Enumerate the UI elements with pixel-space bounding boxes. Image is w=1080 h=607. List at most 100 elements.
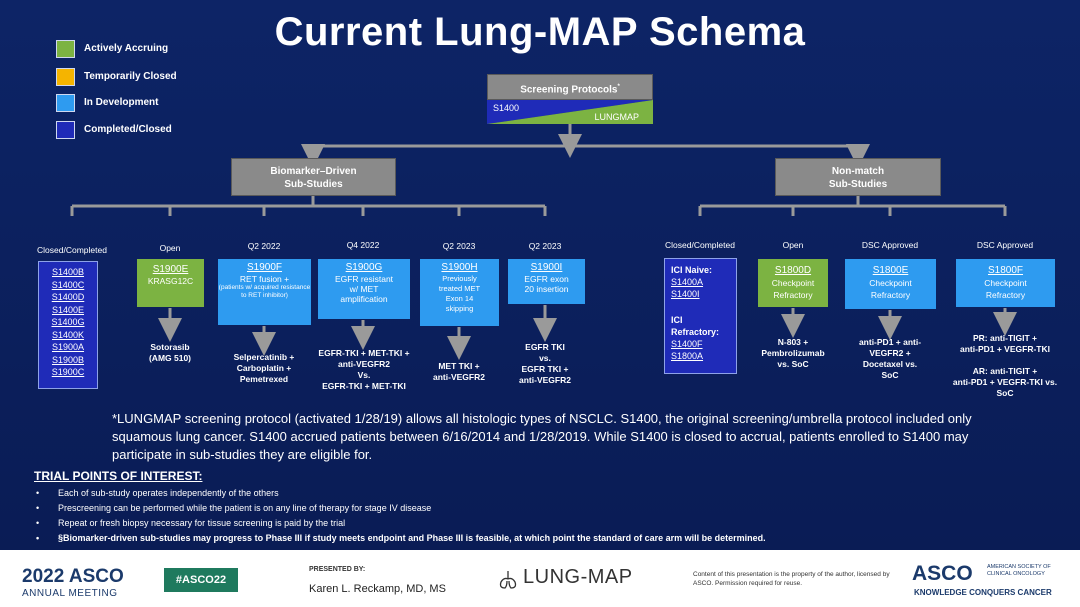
- presented-by-label: PRESENTED BY:: [309, 566, 366, 573]
- legend-label: Actively Accruing: [84, 43, 169, 54]
- legend-item-in-development: In Development: [56, 94, 256, 114]
- hashtag-badge: #ASCO22: [164, 568, 238, 592]
- ici-link[interactable]: S1400I: [671, 289, 700, 299]
- nonmatch-box: Non-match Sub-Studies: [775, 158, 941, 196]
- closed-link[interactable]: S1900A: [51, 342, 85, 352]
- legend-item-actively-accruing: Actively Accruing: [56, 40, 256, 60]
- study-id[interactable]: S1900E: [152, 264, 189, 275]
- legend-swatch: [56, 40, 75, 58]
- closed-completed-list: S1400B S1400C S1400D S1400E S1400G S1400…: [38, 261, 98, 389]
- col-head-q2-2023b: Q2 2023: [528, 241, 562, 251]
- study-desc: Refractory: [985, 290, 1026, 300]
- ici-naive-label: ICI Naive:: [671, 265, 713, 275]
- study-id[interactable]: S1800E: [872, 265, 909, 276]
- nonmatch-line2: Sub-Studies: [828, 179, 888, 190]
- col-head-closed2: Closed/Completed: [665, 240, 735, 250]
- ici-link[interactable]: S1400A: [671, 277, 704, 287]
- ici-refractory-label: ICI: [671, 315, 683, 325]
- screening-sup: *: [617, 84, 620, 90]
- study-id[interactable]: S1800D: [774, 265, 812, 276]
- closed-link[interactable]: S1400D: [51, 292, 85, 302]
- legend-swatch: [56, 94, 75, 112]
- closed-link[interactable]: S1400C: [51, 279, 85, 290]
- legend-label: Completed/Closed: [84, 124, 172, 135]
- biomarker-line1: Biomarker–Driven: [270, 166, 357, 177]
- lung-icon: [499, 571, 517, 589]
- closed-link[interactable]: S1900B: [51, 354, 85, 365]
- col-head-open2: Open: [782, 240, 804, 250]
- screening-lungmap-label: LUNGMAP: [594, 112, 639, 122]
- footnote: *LUNGMAP screening protocol (activated 1…: [112, 411, 972, 462]
- ici-refractory-label: Refractory:: [671, 327, 720, 337]
- nonmatch-line1: Non-match: [831, 166, 885, 177]
- study-id[interactable]: S1800F: [987, 265, 1024, 276]
- trial-points-list: Each of sub-study operates independently…: [34, 486, 766, 546]
- col-head-dsc1: DSC Approved: [861, 240, 919, 250]
- screening-split-bg: [487, 100, 653, 124]
- screening-s1400-label: S1400: [493, 103, 520, 113]
- outcome-s1900f: Selpercatinib + Carboplatin + Pemetrexed: [233, 352, 295, 384]
- study-desc: w/ MET: [349, 284, 379, 294]
- study-desc: EGFR resistant: [334, 274, 394, 284]
- outcome-s1900e: Sotorasib (AMG 510): [148, 342, 192, 363]
- screening-s1400-lungmap: S1400 LUNGMAP: [487, 100, 653, 124]
- closed-link[interactable]: S1900C: [51, 367, 85, 377]
- outcome-s1800e: anti-PD1 + anti- VEGFR2 + Docetaxel vs. …: [858, 337, 922, 380]
- study-s1800f: S1800F Checkpoint Refractory: [956, 259, 1055, 307]
- trial-point: Prescreening can be performed while the …: [34, 501, 766, 516]
- study-id[interactable]: S1900G: [345, 262, 383, 273]
- col-head-open1: Open: [159, 243, 181, 253]
- biomarker-line2: Sub-Studies: [284, 179, 343, 190]
- study-id[interactable]: S1900F: [246, 262, 283, 273]
- outcome-s1800d: N-803 + Pembrolizumab vs. SoC: [761, 337, 825, 369]
- ici-closed-box: ICI Naive: S1400A S1400I ICI Refractory:…: [664, 258, 737, 374]
- study-s1900e: S1900E KRASG12C: [137, 259, 204, 307]
- annual-meeting-label: ANNUAL MEETING: [22, 588, 118, 599]
- biomarker-driven-box: Biomarker–Driven Sub-Studies: [231, 158, 396, 196]
- study-desc: Refractory: [773, 290, 813, 300]
- study-desc: treated MET: [438, 284, 481, 293]
- study-desc: skipping: [445, 304, 474, 313]
- closed-link[interactable]: S1400E: [51, 304, 85, 315]
- content-note: Content of this presentation is the prop…: [693, 571, 890, 587]
- outcome-s1900h: MET TKI + anti-VEGFR2: [433, 361, 485, 382]
- trial-point: Repeat or fresh biopsy necessary for tis…: [34, 516, 766, 531]
- closed-link[interactable]: S1400G: [51, 317, 85, 327]
- legend-label: Temporarily Closed: [84, 71, 177, 82]
- closed-link[interactable]: S1400B: [51, 267, 85, 277]
- trial-point: Each of sub-study operates independently…: [34, 486, 766, 501]
- slide-title: Current Lung-MAP Schema: [274, 10, 806, 54]
- trial-point: §Biomarker-driven sub-studies may progre…: [34, 531, 766, 546]
- col-head-q2-2023a: Q2 2023: [442, 241, 476, 251]
- legend-swatch: [56, 121, 75, 139]
- connector-lines: [70, 124, 1017, 360]
- closed-link[interactable]: S1400K: [51, 329, 85, 340]
- outcome-s1900i: EGFR TKI vs. EGFR TKI + anti-VEGFR2: [519, 342, 571, 385]
- study-desc: Checkpoint: [984, 278, 1027, 288]
- study-desc: KRASG12C: [147, 276, 194, 286]
- study-desc: 20 insertion: [524, 284, 569, 294]
- study-desc: EGFR exon: [524, 274, 569, 284]
- ici-link[interactable]: S1800A: [671, 351, 704, 361]
- legend-item-completed-closed: Completed/Closed: [56, 121, 256, 141]
- asco-society-label: AMERICAN SOCIETY OF CLINICAL ONCOLOGY: [987, 564, 1051, 577]
- study-s1900f: S1900F RET fusion + (patients w/ acquire…: [218, 259, 311, 325]
- asco-tagline: KNOWLEDGE CONQUERS CANCER: [914, 588, 1052, 597]
- study-s1900h: S1900H Previously treated MET Exon 14 sk…: [420, 259, 499, 326]
- slide: Current Lung-MAP Schema Actively Accruin…: [0, 0, 1080, 550]
- study-desc: amplification: [340, 294, 388, 304]
- legend-item-temporarily-closed: Temporarily Closed: [56, 68, 256, 88]
- study-s1800d: S1800D Checkpoint Refractory: [758, 259, 828, 307]
- study-s1900i: S1900I EGFR exon 20 insertion: [508, 259, 585, 304]
- study-note: (patients w/ acquired resistance to RET …: [218, 284, 311, 299]
- asco-logo: ASCO: [912, 562, 973, 585]
- col-head-closed1: Closed/Completed: [37, 245, 107, 255]
- study-id[interactable]: S1900H: [441, 262, 478, 273]
- study-id[interactable]: S1900I: [530, 262, 563, 273]
- col-head-q2-2022: Q2 2022: [247, 241, 281, 251]
- screening-title: Screening Protocols: [520, 84, 618, 96]
- study-desc: Exon 14: [445, 294, 474, 303]
- study-desc: Refractory: [870, 290, 911, 300]
- study-desc: Previously: [442, 274, 477, 283]
- ici-link[interactable]: S1400F: [671, 339, 703, 349]
